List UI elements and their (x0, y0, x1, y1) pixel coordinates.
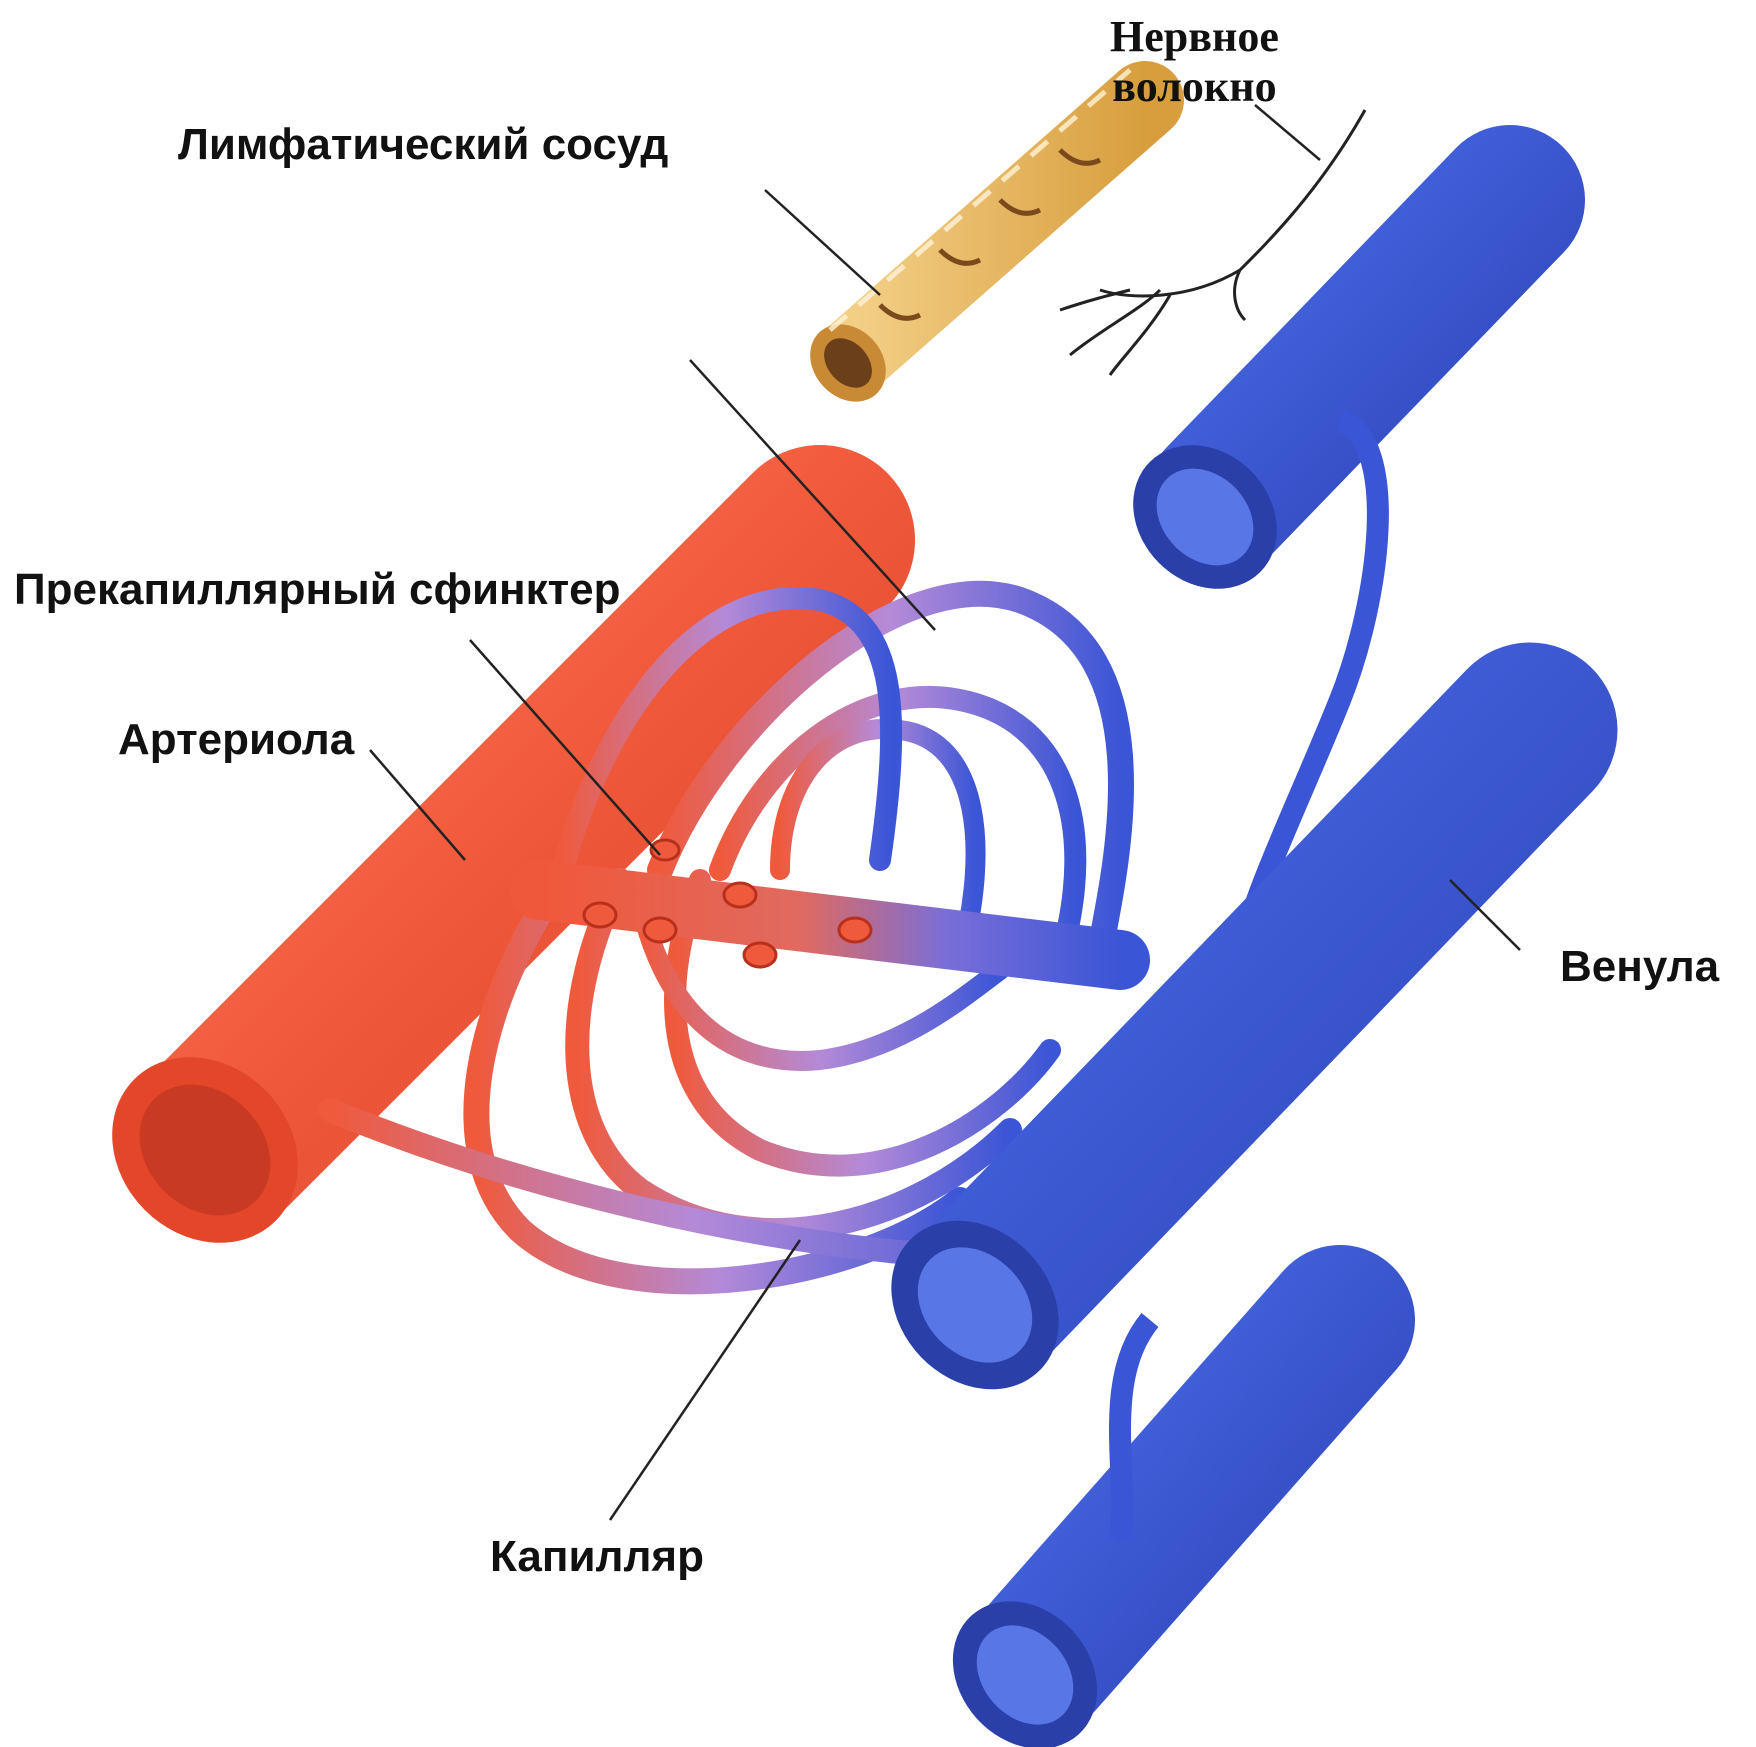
label-precapillary-sphincter: Прекапиллярный сфинктер (14, 565, 620, 615)
leader-nerve (1255, 105, 1320, 160)
label-venule: Венула (1560, 942, 1719, 992)
metarteriole (540, 890, 1120, 960)
label-nerve-fiber-line2: волокно (1110, 62, 1279, 112)
label-lymphatic-vessel: Лимфатический сосуд (178, 120, 668, 170)
main-venule (857, 730, 1530, 1423)
label-capillary: Капилляр (490, 1532, 704, 1582)
leader-lymph (765, 190, 880, 295)
label-nerve-fiber-line1: Нервное (1110, 12, 1279, 62)
lymphatic-vessel (795, 70, 1145, 417)
label-arteriole: Артериола (118, 715, 354, 765)
label-nerve-fiber: Нервное волокно (1110, 12, 1279, 112)
